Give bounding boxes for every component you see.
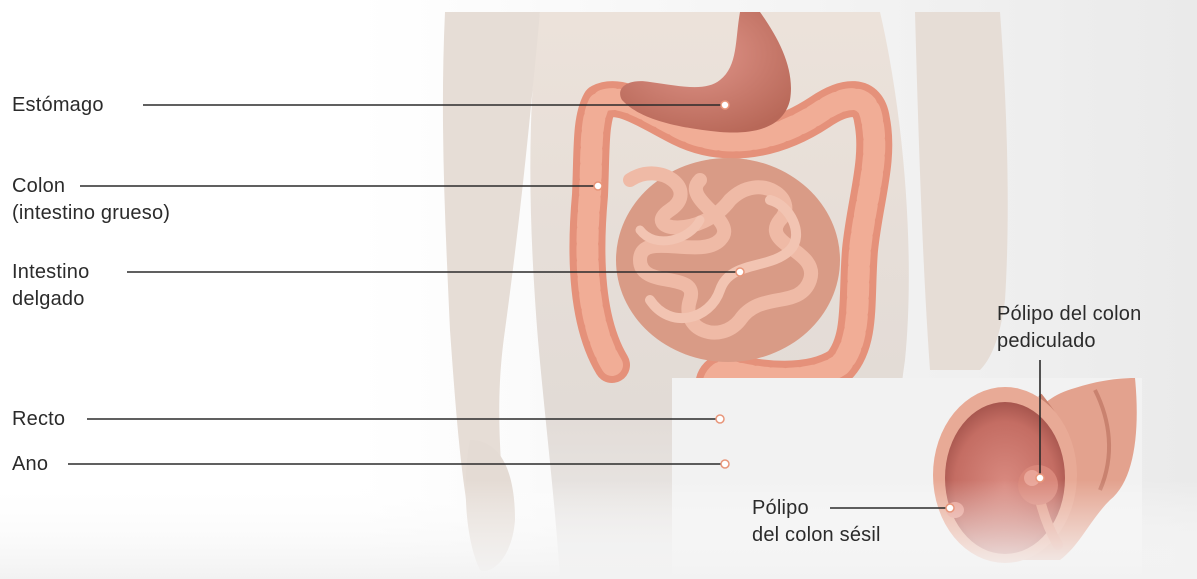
label-small-intestine-line-1: Intestino [12,259,89,286]
marker-colon [594,182,602,190]
label-rectum-line-1: Recto [12,406,65,433]
label-rectum: Recto [12,406,65,433]
label-sessile-polyp-line-1: Pólipo [752,495,881,522]
marker-anus [721,460,729,468]
marker-pedunculated-polyp [1036,474,1044,482]
marker-rectum [716,415,724,423]
label-pedunculated-polyp: Pólipo del colon pediculado [997,301,1141,355]
label-sessile-polyp: Pólipo del colon sésil [752,495,881,549]
small-intestine-illustration [616,158,840,362]
label-anus: Ano [12,451,48,478]
label-colon-line-1: Colon [12,173,170,200]
marker-stomach [721,101,729,109]
label-colon-line-2: (intestino grueso) [12,200,170,227]
label-stomach: Estómago [12,92,104,119]
label-colon: Colon (intestino grueso) [12,173,170,227]
label-sessile-polyp-line-2: del colon sésil [752,522,881,549]
marker-sessile-polyp [946,504,954,512]
label-pedunculated-polyp-line-1: Pólipo del colon [997,301,1141,328]
label-small-intestine-line-2: delgado [12,286,89,313]
marker-small-intestine [736,268,744,276]
label-stomach-line-1: Estómago [12,92,104,119]
label-anus-line-1: Ano [12,451,48,478]
label-pedunculated-polyp-line-2: pediculado [997,328,1141,355]
label-small-intestine: Intestino delgado [12,259,89,313]
